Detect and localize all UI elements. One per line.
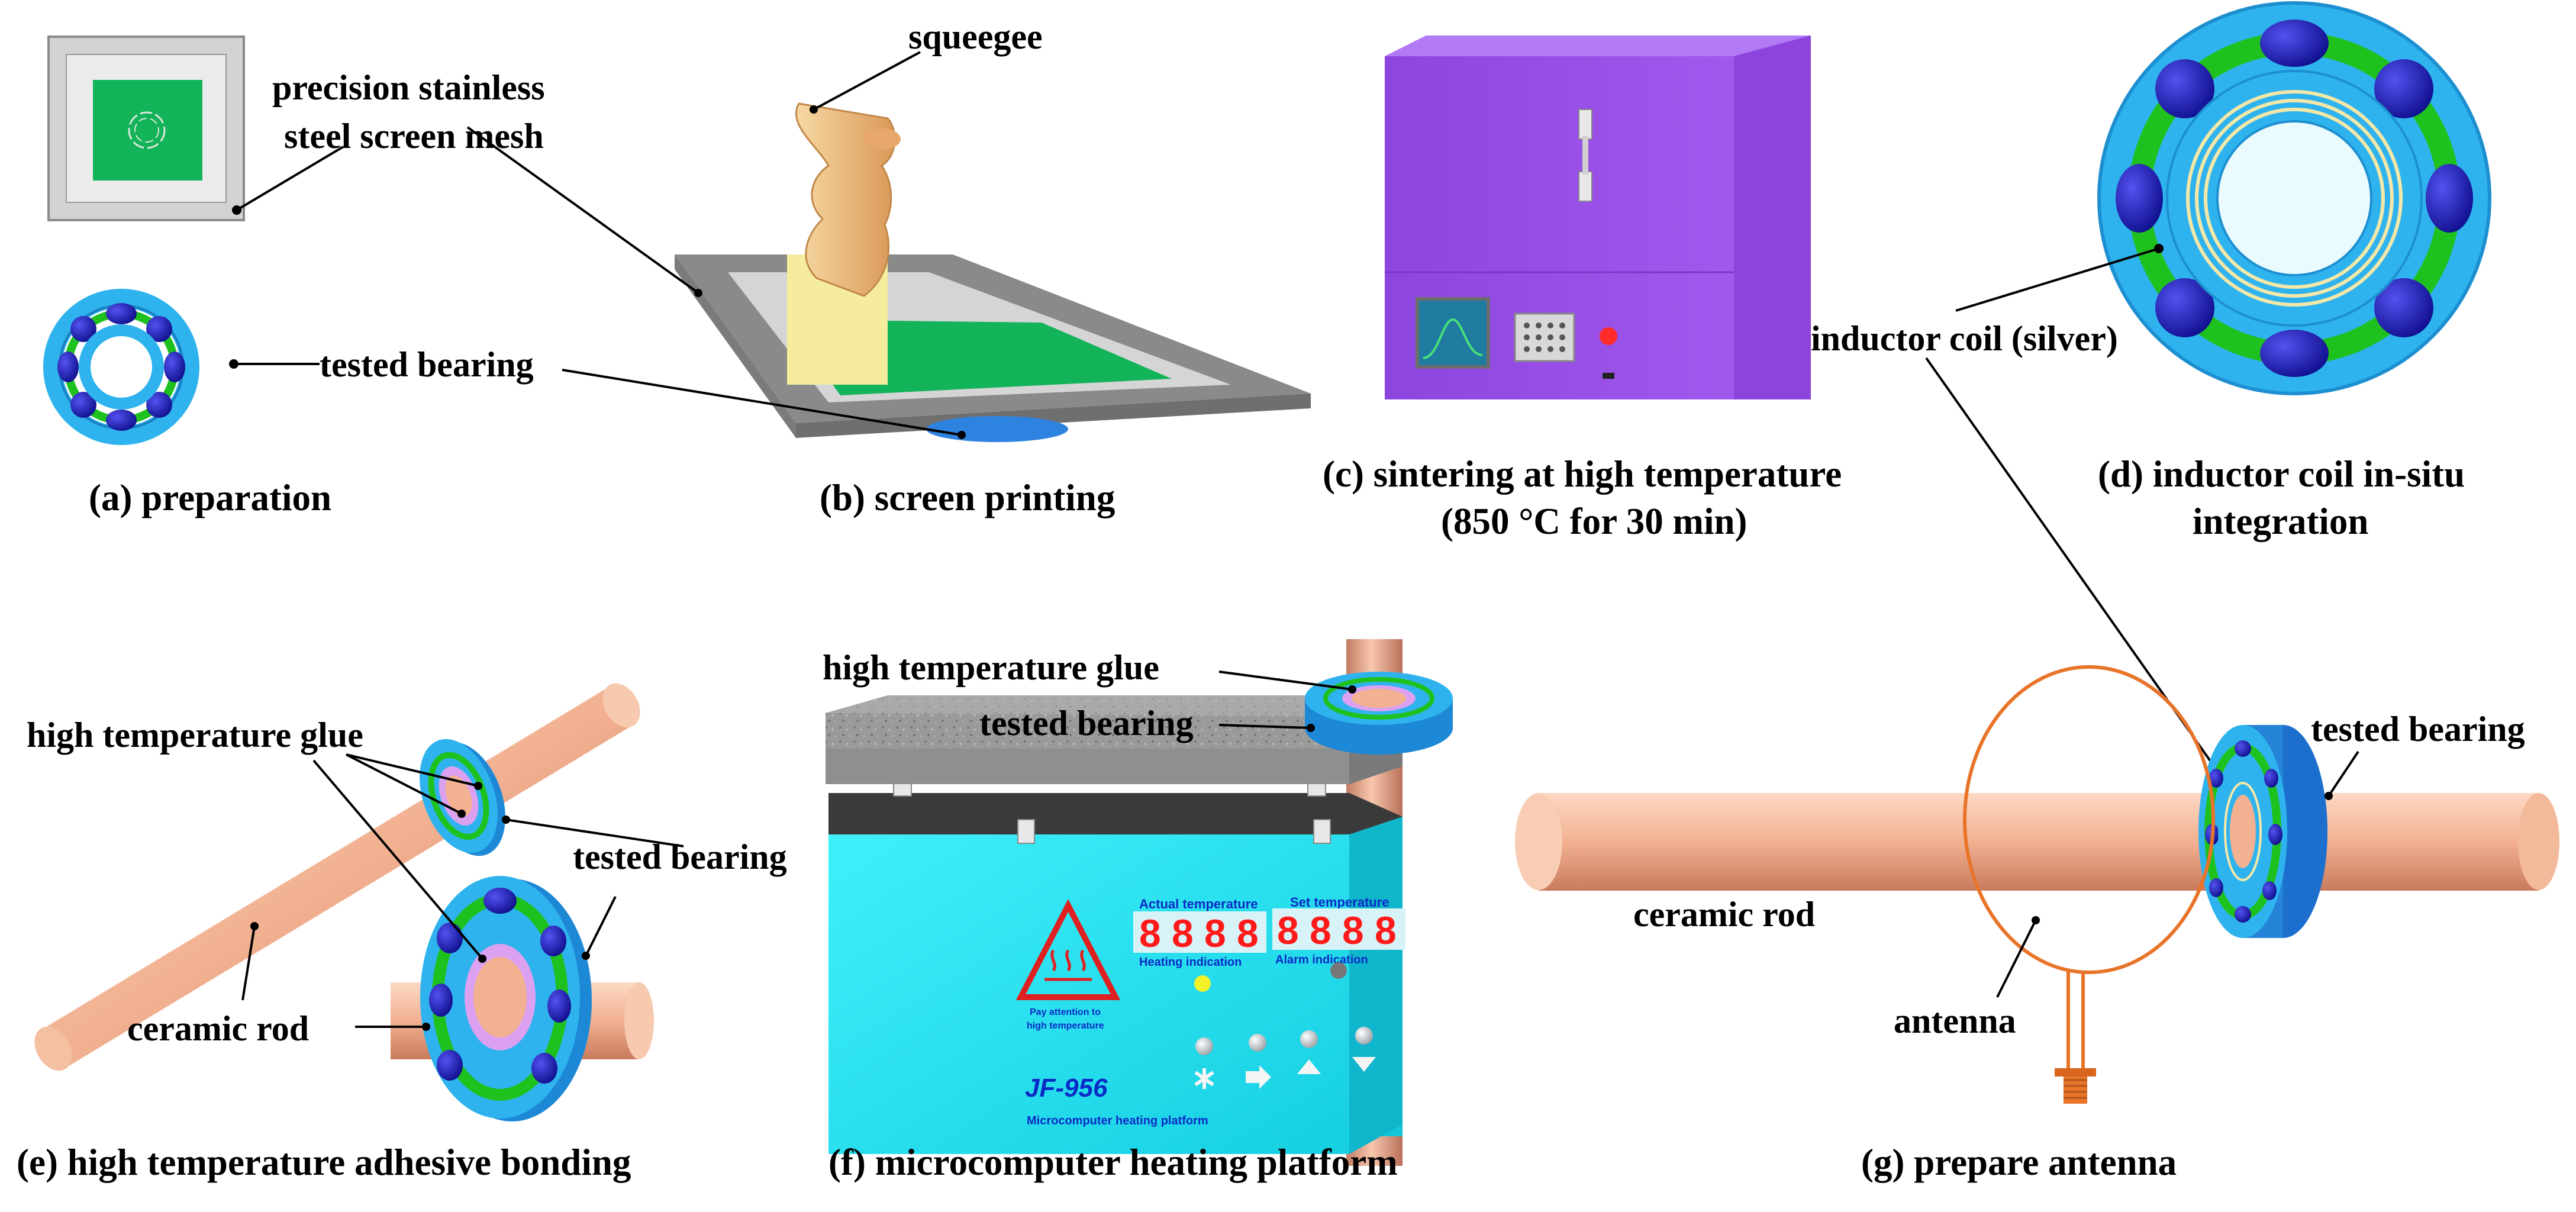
actual-temperature-display: 8 8 8 8	[1133, 911, 1266, 955]
knob-2[interactable]	[1249, 1034, 1266, 1052]
callouts-f	[1218, 671, 1353, 729]
caption-d-line2: integration	[2193, 501, 2368, 542]
caption-d-line1: (d) inductor coil in-situ	[2098, 453, 2465, 495]
heat-waves-icon	[1050, 949, 1086, 972]
glue-dot-f	[1348, 685, 1356, 694]
glue-label-e: high temperature glue	[27, 715, 363, 755]
bearing-small-e	[420, 739, 505, 856]
warning-triangle-icon	[1015, 899, 1121, 1000]
set-temperature-display: 8 8 8 8	[1272, 908, 1405, 952]
panel-e: high temperature glue tested bearing cer…	[17, 683, 787, 1183]
heating-indicator-led	[1194, 975, 1211, 992]
squeegee-callout-line	[810, 51, 921, 114]
glue-label-f: high temperature glue	[823, 648, 1159, 687]
oven-keypad	[1514, 312, 1575, 362]
bearing-icon	[43, 289, 199, 445]
arrow-up-icon	[1297, 1059, 1321, 1074]
antenna-dot-g	[2032, 916, 2040, 924]
coil-callout-line	[1955, 244, 2164, 312]
tested-bearing-label-e: tested bearing	[573, 837, 787, 876]
asterisk-icon	[1194, 1068, 1214, 1089]
inductor-coil-label: inductor coil (silver)	[1811, 319, 2118, 358]
digit-s2: 8	[1310, 908, 1331, 952]
warning-text-line1: Pay attention to	[1030, 1007, 1101, 1017]
oven-switch	[1603, 373, 1614, 379]
panel-d: inductor coil (silver) (d) inductor coil…	[1811, 1, 2491, 774]
caption-g: (g) prepare antenna	[1861, 1142, 2177, 1183]
caption-c-line1: (c) sintering at high temperature	[1323, 453, 1842, 495]
door-handle	[1578, 109, 1592, 202]
caption-e: (e) high temperature adhesive bonding	[17, 1142, 631, 1183]
callouts-g	[1996, 750, 2359, 998]
bearing-callout-line	[229, 359, 320, 369]
panel-c: (c) sintering at high temperature (850 °…	[1323, 36, 1842, 542]
digit-s3: 8	[1342, 908, 1364, 952]
digit-s1: 8	[1277, 908, 1299, 952]
digit-a4: 8	[1237, 911, 1259, 955]
model-label: JF-956	[1025, 1074, 1108, 1103]
bearing-b-callout-line	[562, 369, 966, 439]
control-knobs	[1195, 1027, 1373, 1055]
bearing-dot-f	[1307, 724, 1315, 732]
alarm-indication-label: Alarm indication	[1275, 953, 1368, 966]
tested-bearing-label-f: tested bearing	[979, 704, 1194, 743]
antenna-connector	[2055, 1068, 2096, 1104]
digit-a2: 8	[1172, 911, 1194, 955]
caption-c-line2: (850 °C for 30 min)	[1441, 501, 1747, 542]
caption-b: (b) screen printing	[820, 477, 1115, 518]
tested-bearing-label-a: tested bearing	[320, 345, 534, 384]
panel-g: tested bearing ceramic rod antenna (g) p…	[1515, 665, 2559, 1183]
squeegee-label: squeegee	[908, 17, 1043, 56]
heating-indication-label: Heating indication	[1139, 956, 1242, 969]
ceramic-rod-label-g: ceramic rod	[1633, 895, 1815, 934]
alarm-indicator-led	[1330, 962, 1347, 979]
printing-frame	[675, 254, 1311, 442]
power-indicator	[1600, 327, 1617, 345]
digit-s4: 8	[1375, 908, 1397, 952]
knob-4[interactable]	[1355, 1027, 1373, 1045]
callout-dots-e	[250, 782, 590, 1031]
digit-a3: 8	[1204, 911, 1226, 955]
platform-name-label: Microcomputer heating platform	[1027, 1114, 1208, 1127]
callouts-e	[241, 753, 684, 1028]
digit-a1: 8	[1139, 911, 1168, 955]
long-ceramic-rod	[1515, 793, 2559, 891]
knob-1[interactable]	[1195, 1037, 1213, 1055]
frame-callout-line	[466, 126, 702, 297]
arrow-right-icon	[1246, 1065, 1271, 1089]
bearing-on-rod-f	[1305, 672, 1453, 755]
warning-text-line2: high temperature	[1027, 1021, 1104, 1031]
oven-display	[1416, 297, 1490, 369]
actual-temperature-label: Actual temperature	[1139, 897, 1258, 911]
squeegee	[787, 102, 901, 385]
panel-f: Pay attention to high temperature Actual…	[823, 639, 1453, 1183]
set-temperature-label: Set temperature	[1290, 895, 1389, 910]
bearing-dot-g	[2324, 792, 2333, 800]
screen-mesh-frame	[47, 36, 245, 221]
mesh-callout-line	[232, 146, 344, 215]
panel-a: precision stainless steel screen mesh te…	[43, 36, 545, 518]
mesh-label-line2: steel screen mesh	[284, 117, 544, 156]
antenna-label: antenna	[1894, 1001, 2016, 1040]
antenna-loop	[1963, 665, 2215, 1074]
tested-bearing-label-g: tested bearing	[2311, 710, 2525, 749]
heating-plate	[828, 793, 1403, 834]
arrow-down-icon	[1352, 1057, 1376, 1072]
knob-3[interactable]	[1300, 1030, 1318, 1048]
caption-f: (f) microcomputer heating platform	[828, 1142, 1398, 1183]
panel-b: squeegee (b) screen printing	[466, 17, 1311, 518]
ceramic-rod-label-e: ceramic rod	[127, 1009, 309, 1048]
bearing-on-rod-g	[2198, 725, 2327, 938]
mesh-label-line1: precision stainless	[272, 68, 545, 107]
bearing-large-e	[420, 876, 592, 1121]
caption-a: (a) preparation	[89, 477, 331, 518]
bearing-with-coil	[2097, 1, 2491, 395]
